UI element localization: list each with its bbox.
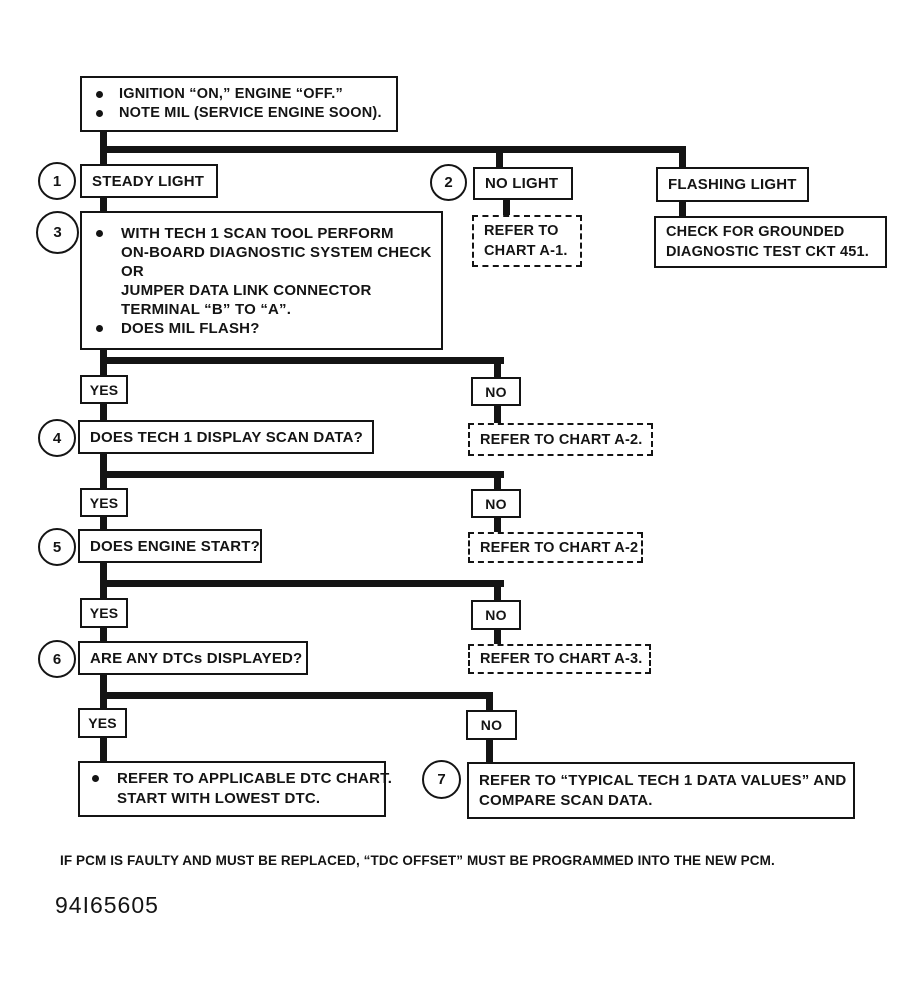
step3-bullet-1: WITH TECH 1 SCAN TOOL PERFORM ON-BOARD D… bbox=[94, 224, 432, 319]
step3-bullet-1-text: WITH TECH 1 SCAN TOOL PERFORM ON-BOARD D… bbox=[121, 224, 432, 319]
connector bbox=[100, 130, 107, 152]
step-number-7: 7 bbox=[422, 760, 461, 799]
connector bbox=[486, 692, 493, 710]
connector bbox=[100, 404, 107, 421]
connector bbox=[100, 146, 686, 153]
step-number-3: 3 bbox=[36, 211, 79, 254]
final-yes-bullet: REFER TO APPLICABLE DTC CHART. START WIT… bbox=[90, 769, 392, 809]
step3-bullet-2: DOES MIL FLASH? bbox=[94, 319, 260, 338]
connector bbox=[100, 675, 107, 699]
question-5-box: DOES ENGINE START? bbox=[78, 529, 262, 563]
connector bbox=[100, 454, 107, 478]
refer-chart-a3-box: REFER TO CHART A-3. bbox=[468, 644, 651, 674]
final-no-action-box: REFER TO “TYPICAL TECH 1 DATA VALUES” AN… bbox=[467, 762, 855, 819]
connector bbox=[494, 406, 501, 424]
final-yes-text: REFER TO APPLICABLE DTC CHART. START WIT… bbox=[117, 769, 392, 809]
connector bbox=[496, 146, 503, 169]
connector bbox=[100, 357, 504, 364]
bullet-icon bbox=[96, 110, 103, 117]
connector bbox=[494, 471, 501, 489]
connector bbox=[100, 198, 107, 213]
final-yes-action-box: REFER TO APPLICABLE DTC CHART. START WIT… bbox=[78, 761, 392, 817]
connector bbox=[494, 357, 501, 377]
connector bbox=[100, 146, 107, 166]
step-number-6: 6 bbox=[38, 640, 76, 678]
connector bbox=[486, 740, 493, 763]
no-box-4: NO bbox=[466, 710, 517, 740]
step3-box: WITH TECH 1 SCAN TOOL PERFORM ON-BOARD D… bbox=[80, 211, 443, 350]
refer-chart-a1-line-2: CHART A-1. bbox=[484, 243, 568, 259]
no-box-2: NO bbox=[471, 489, 521, 518]
connector bbox=[679, 202, 686, 217]
step3-bullet-2-text: DOES MIL FLASH? bbox=[121, 319, 260, 337]
step-number-1: 1 bbox=[38, 162, 76, 200]
steady-light-box: STEADY LIGHT bbox=[80, 164, 218, 198]
pcm-footer-note: IF PCM IS FAULTY AND MUST BE REPLACED, “… bbox=[60, 853, 775, 868]
yes-box-1: YES bbox=[80, 375, 128, 404]
bullet-icon bbox=[96, 324, 103, 332]
final-no-line-1: REFER TO “TYPICAL TECH 1 DATA VALUES” AN… bbox=[479, 771, 847, 789]
no-light-box: NO LIGHT bbox=[473, 167, 573, 200]
start-bullet-2-text: NOTE MIL (SERVICE ENGINE SOON). bbox=[119, 105, 382, 121]
connector bbox=[100, 471, 107, 488]
connector bbox=[100, 580, 107, 598]
final-no-line-2: COMPARE SCAN DATA. bbox=[479, 791, 653, 809]
start-bullet-1: IGNITION “ON,” ENGINE “OFF.” bbox=[92, 85, 343, 104]
refer-chart-a1-line-1: REFER TO bbox=[484, 223, 559, 239]
flashing-light-box: FLASHING LIGHT bbox=[656, 167, 809, 202]
bullet-icon bbox=[96, 229, 103, 237]
check-grounded-line-1: CHECK FOR GROUNDED bbox=[666, 224, 845, 240]
step3-line-4: JUMPER DATA LINK CONNECTOR bbox=[121, 281, 372, 299]
connector bbox=[100, 738, 107, 762]
refer-chart-a2-box-2: REFER TO CHART A-2 bbox=[468, 532, 643, 563]
no-box-3: NO bbox=[471, 600, 521, 630]
question-4-box: DOES TECH 1 DISPLAY SCAN DATA? bbox=[78, 420, 374, 454]
start-bullet-2: NOTE MIL (SERVICE ENGINE SOON). bbox=[92, 104, 382, 123]
refer-chart-a2-box-1: REFER TO CHART A-2. bbox=[468, 423, 653, 456]
connector bbox=[100, 471, 504, 478]
connector bbox=[503, 200, 510, 216]
step-number-4: 4 bbox=[38, 419, 76, 457]
no-box-1: NO bbox=[471, 377, 521, 406]
final-yes-line-1: REFER TO APPLICABLE DTC CHART. bbox=[117, 770, 393, 787]
connector bbox=[100, 692, 493, 699]
connector bbox=[100, 628, 107, 642]
refer-chart-a1-box: REFER TO CHART A-1. bbox=[472, 215, 582, 267]
connector bbox=[100, 692, 107, 708]
question-6-box: ARE ANY DTCs DISPLAYED? bbox=[78, 641, 308, 675]
connector bbox=[494, 630, 501, 645]
start-bullet-1-text: IGNITION “ON,” ENGINE “OFF.” bbox=[119, 86, 343, 102]
connector bbox=[100, 580, 504, 587]
yes-box-3: YES bbox=[80, 598, 128, 628]
connector bbox=[494, 580, 501, 600]
connector bbox=[100, 357, 107, 375]
step-number-5: 5 bbox=[38, 528, 76, 566]
final-yes-line-2: START WITH LOWEST DTC. bbox=[117, 790, 321, 807]
step3-line-2: ON-BOARD DIAGNOSTIC SYSTEM CHECK bbox=[121, 243, 432, 261]
step3-line-5: TERMINAL “B” TO “A”. bbox=[121, 300, 292, 318]
figure-id: 94I65605 bbox=[55, 892, 159, 918]
step3-line-1: WITH TECH 1 SCAN TOOL PERFORM bbox=[121, 224, 394, 242]
bullet-icon bbox=[92, 775, 99, 782]
yes-box-4: YES bbox=[78, 708, 127, 738]
check-grounded-line-2: DIAGNOSTIC TEST CKT 451. bbox=[666, 244, 869, 260]
yes-box-2: YES bbox=[80, 488, 128, 517]
step-number-2: 2 bbox=[430, 164, 467, 201]
check-grounded-box: CHECK FOR GROUNDED DIAGNOSTIC TEST CKT 4… bbox=[654, 216, 887, 268]
connector bbox=[100, 563, 107, 587]
step3-line-3: OR bbox=[121, 262, 144, 280]
connector bbox=[679, 146, 686, 169]
connector bbox=[100, 517, 107, 530]
start-box: IGNITION “ON,” ENGINE “OFF.” NOTE MIL (S… bbox=[80, 76, 398, 132]
connector bbox=[494, 518, 501, 533]
bullet-icon bbox=[96, 91, 103, 98]
